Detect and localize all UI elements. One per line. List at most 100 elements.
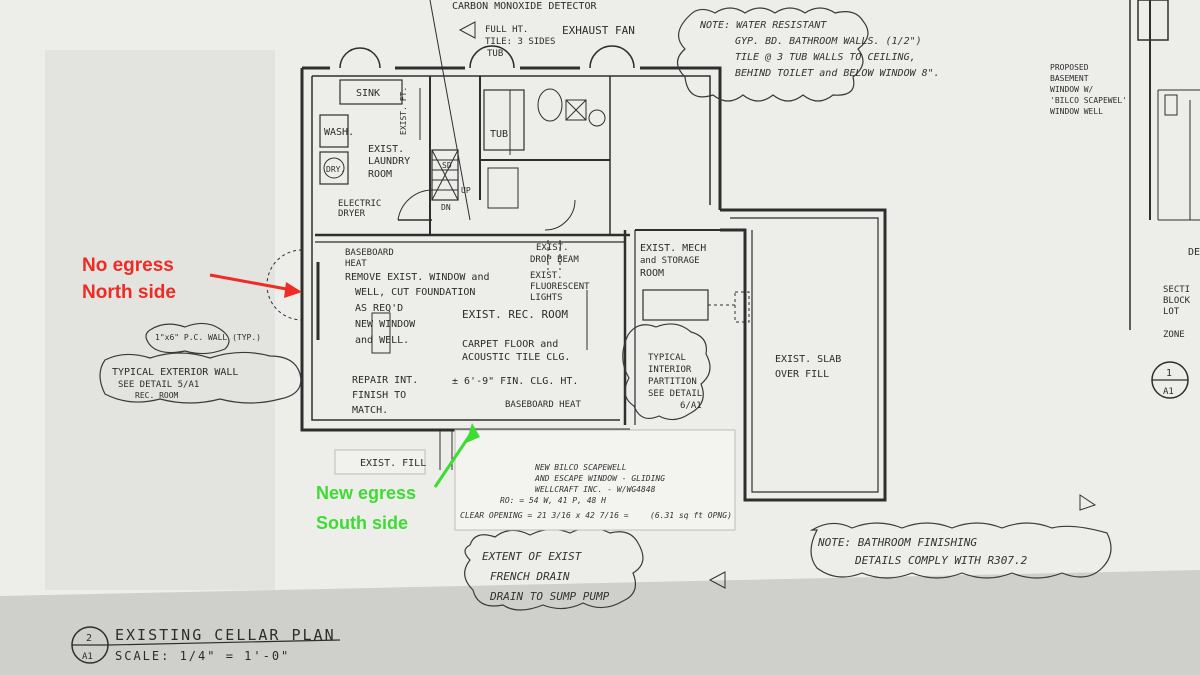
water-note-1: NOTE: WATER RESISTANT — [699, 20, 827, 31]
repair-note-2: FINISH TO — [352, 390, 406, 401]
repair-note-3: MATCH. — [352, 405, 388, 416]
section-marker-number: 1 — [1166, 368, 1172, 379]
paper-curl-shadow — [0, 570, 1200, 675]
sink-label: SINK — [356, 88, 380, 99]
tub-label: TUB — [490, 129, 508, 140]
laundry-label-3: ROOM — [368, 169, 392, 180]
bilco-note-1: NEW BILCO SCAPEWELL — [534, 463, 627, 472]
drop-beam-label-1: EXIST. — [536, 243, 569, 253]
repair-note-1: REPAIR INT. — [352, 375, 418, 386]
co-detector-label: CARBON MONOXIDE DETECTOR — [452, 1, 597, 12]
typ-int-label-3: PARTITION — [648, 377, 697, 387]
plan-title: EXISTING CELLAR PLAN — [115, 626, 336, 644]
laundry-label-1: EXIST. — [368, 144, 404, 155]
small-flag-icons — [458, 21, 1097, 589]
basement-window-label-5: WINDOW WELL — [1050, 107, 1103, 116]
exhaust-fan-label: EXHAUST FAN — [562, 24, 635, 37]
carpet-label-2: ACOUSTIC TILE CLG. — [462, 352, 570, 363]
edge-text-3: LOT — [1163, 307, 1180, 317]
edge-text-1: SECTI — [1163, 285, 1190, 295]
fluorescent-label-1: EXIST. — [530, 271, 563, 281]
fluorescent-label-2: FLUORESCENT — [530, 282, 590, 292]
fluorescent-label-3: LIGHTS — [530, 293, 563, 303]
section-marker-sheet: A1 — [1163, 387, 1174, 397]
bath-note-1: NOTE: BATHROOM FINISHING — [817, 536, 977, 549]
pasted-bilco-note — [454, 429, 736, 531]
exist-fill-label: EXIST. FILL — [360, 458, 426, 469]
remove-window-note-1: REMOVE EXIST. WINDOW and — [345, 272, 490, 283]
electric-dryer-label-2: DRYER — [338, 209, 366, 219]
water-note-2: GYP. BD. BATHROOM WALLS. (1/2") — [735, 36, 922, 47]
typ-int-label-1: TYPICAL — [648, 353, 686, 363]
baseboard-heat-bottom-label: BASEBOARD HEAT — [505, 400, 581, 410]
north-egress-arrow — [209, 273, 302, 298]
title-marker — [71, 626, 341, 664]
remove-window-note-5: and WELL. — [355, 335, 409, 346]
title-marker-sheet: A1 — [82, 652, 93, 662]
french-drain-note-1: EXTENT OF EXIST — [482, 550, 583, 563]
exist-ft-label: EXIST. FT. — [399, 87, 408, 135]
section-marker — [1151, 361, 1189, 399]
mech-room-label-1: EXIST. MECH — [640, 243, 706, 254]
basement-window-label-2: BASEMENT — [1050, 74, 1089, 83]
cellar-walls — [266, 0, 887, 502]
tracing-overlay-left — [45, 50, 275, 590]
laundry-label-2: LAUNDRY — [368, 156, 410, 167]
basement-window-label-1: PROPOSED — [1050, 63, 1089, 72]
pasted-fill-label — [334, 449, 426, 475]
tub-note-label: TUB — [487, 49, 503, 59]
edge-text-2: BLOCK — [1163, 296, 1191, 306]
ceiling-height-label: ± 6'-9" FIN. CLG. HT. — [452, 376, 578, 387]
bilco-note-4: RO: = 54 W, 41 P, 48 H — [500, 496, 606, 505]
plan-scale: SCALE: 1/4" = 1'-0" — [115, 649, 290, 663]
bilco-note-2: AND ESCAPE WINDOW - GLIDING — [534, 474, 665, 483]
adjacent-elevation-detail — [1129, 0, 1200, 330]
french-drain-note-3: DRAIN TO SUMP PUMP — [489, 590, 610, 603]
full-ht-label: FULL HT. — [485, 25, 528, 35]
typ-int-label-5: 6/A1 — [680, 401, 702, 411]
south-side-label: South side — [316, 513, 408, 533]
title-marker-number: 2 — [86, 633, 92, 644]
mech-room-label-3: ROOM — [640, 268, 664, 279]
baseboard-heat-top-1: BASEBOARD — [345, 248, 394, 258]
tile-label: TILE: 3 SIDES — [485, 37, 555, 47]
north-side-label: North side — [82, 282, 176, 303]
stair-down-label: DN — [441, 203, 451, 212]
bilco-note-3: WELLCRAFT INC. - W/WG4848 — [535, 485, 656, 494]
bilco-note-5: CLEAR OPENING = 21 3/16 x 42 7/16 = — [460, 511, 629, 520]
french-drain-note-2: FRENCH DRAIN — [490, 570, 570, 583]
wall-note-label: 1"x6" P.C. WALL (TYP.) — [155, 333, 261, 342]
baseboard-heat-top-2: HEAT — [345, 259, 367, 269]
slab-label-2: OVER FILL — [775, 369, 829, 380]
bath-note-2: DETAILS COMPLY WITH R307.2 — [854, 554, 1028, 567]
typ-ext-label-1: TYPICAL EXTERIOR WALL — [112, 367, 238, 378]
edge-text-5: DE — [1188, 247, 1200, 258]
no-egress-label: No egress — [82, 255, 174, 276]
south-egress-arrow — [433, 423, 480, 488]
electric-dryer-label-1: ELECTRIC — [338, 199, 381, 209]
wash-label: WASH. — [324, 127, 354, 138]
slab-label-1: EXIST. SLAB — [775, 354, 841, 365]
water-note-4: BEHIND TOILET and BELOW WINDOW 8". — [735, 68, 940, 79]
smoke-detector-label: SD — [442, 161, 452, 170]
stair-up-label: UP — [461, 186, 471, 195]
carpet-label-1: CARPET FLOOR and — [462, 339, 558, 350]
basement-window-label-4: 'BILCO SCAPEWEL' — [1050, 96, 1127, 105]
typ-int-label-4: SEE DETAIL — [648, 389, 702, 399]
note-clouds — [99, 7, 1112, 611]
remove-window-note-3: AS REQ'D — [355, 303, 403, 314]
new-egress-label: New egress — [316, 483, 416, 503]
drop-beam-label-2: DROP BEAM — [530, 255, 579, 265]
typ-int-label-2: INTERIOR — [648, 365, 692, 375]
basement-window-label-3: WINDOW W/ — [1050, 85, 1094, 94]
remove-window-note-4: NEW WINDOW — [355, 319, 416, 330]
remove-window-note-2: WELL, CUT FOUNDATION — [355, 287, 475, 298]
mech-room-label-2: and STORAGE — [640, 256, 700, 266]
water-note-3: TILE @ 3 TUB WALLS TO CEILING, — [735, 52, 916, 63]
rec-room-label: EXIST. REC. ROOM — [462, 308, 568, 321]
edge-text-4: ZONE — [1163, 330, 1185, 340]
typ-ext-label-2: SEE DETAIL 5/A1 — [118, 380, 199, 390]
dry-label: DRY. — [326, 165, 345, 174]
